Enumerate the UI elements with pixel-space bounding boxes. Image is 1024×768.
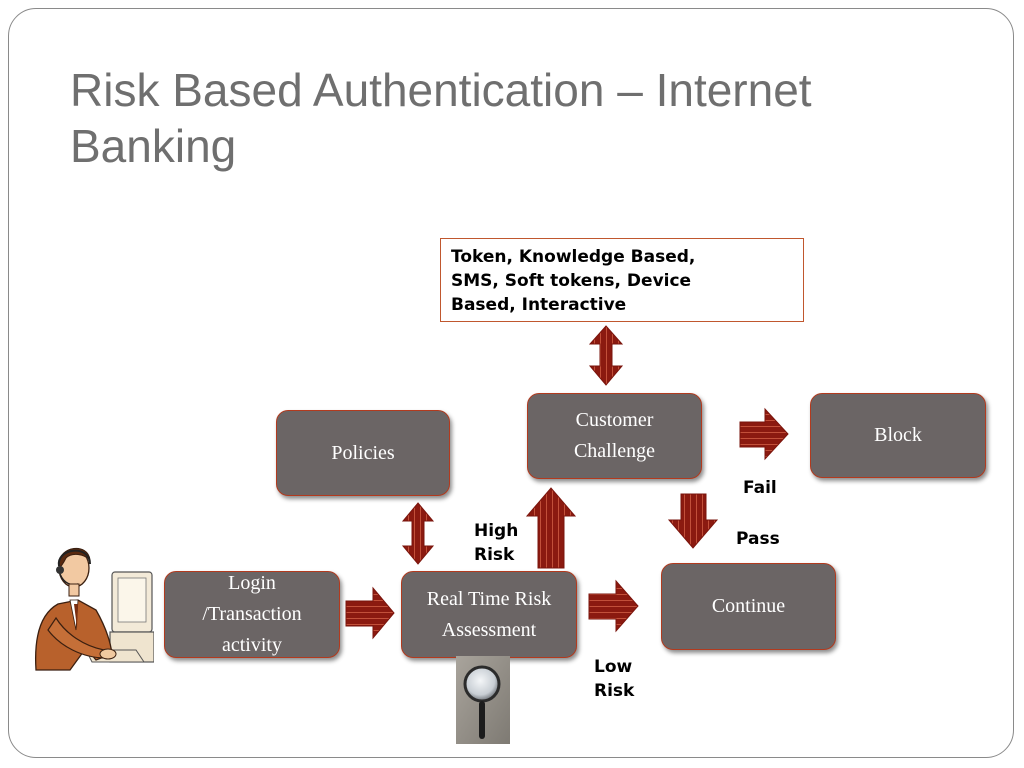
policies-box: Policies: [276, 410, 450, 496]
continue-label: Continue: [711, 595, 786, 617]
customer-challenge-box: Customer Challenge: [527, 393, 702, 479]
arrow-fail: [739, 407, 789, 461]
auth-methods-line-2: SMS, Soft tokens, Device: [451, 271, 692, 291]
arrow-methods-challenge: [588, 325, 624, 386]
slide-title: Risk Based Authentication – Internet Ban…: [70, 62, 950, 174]
login-transaction-box: Login /Transaction activity: [164, 571, 340, 658]
low-risk-label: Low Risk: [594, 655, 634, 703]
arrow-pass: [667, 493, 719, 549]
arrow-policies-assessment: [401, 502, 435, 565]
person-at-computer-icon: [34, 547, 154, 671]
risk-assessment-box: Real Time Risk Assessment: [401, 571, 577, 658]
low-risk-line-2: Risk: [594, 681, 635, 701]
auth-methods-line-3: Based, Interactive: [451, 295, 627, 315]
block-box: Block: [810, 393, 986, 478]
low-risk-line-1: Low: [594, 657, 633, 677]
pass-label: Pass: [736, 529, 780, 549]
login-line-3: activity: [222, 634, 282, 656]
risk-assessment-line-2: Assessment: [441, 618, 537, 641]
block-label: Block: [874, 424, 922, 446]
high-risk-label: High Risk: [474, 519, 518, 567]
fail-label: Fail: [743, 478, 777, 498]
continue-box: Continue: [661, 563, 836, 650]
customer-challenge-line-2: Challenge: [573, 440, 656, 462]
magnifying-glass-icon: [456, 656, 510, 744]
title-line-2: Banking: [70, 120, 237, 172]
arrow-login-to-assessment: [345, 586, 395, 640]
arrow-low-risk: [588, 579, 639, 633]
login-line-1: Login: [228, 572, 276, 594]
high-risk-line-2: Risk: [474, 545, 515, 565]
auth-methods-box: Token, Knowledge Based, SMS, Soft tokens…: [440, 238, 804, 322]
arrow-high-risk: [525, 487, 577, 569]
login-line-2: /Transaction: [202, 603, 302, 625]
policies-label: Policies: [331, 441, 395, 464]
customer-challenge-line-1: Customer: [575, 409, 654, 431]
risk-assessment-line-1: Real Time Risk: [426, 587, 552, 610]
title-line-1: Risk Based Authentication – Internet: [70, 64, 812, 116]
auth-methods-line-1: Token, Knowledge Based,: [451, 247, 696, 267]
high-risk-line-1: High: [474, 521, 519, 541]
